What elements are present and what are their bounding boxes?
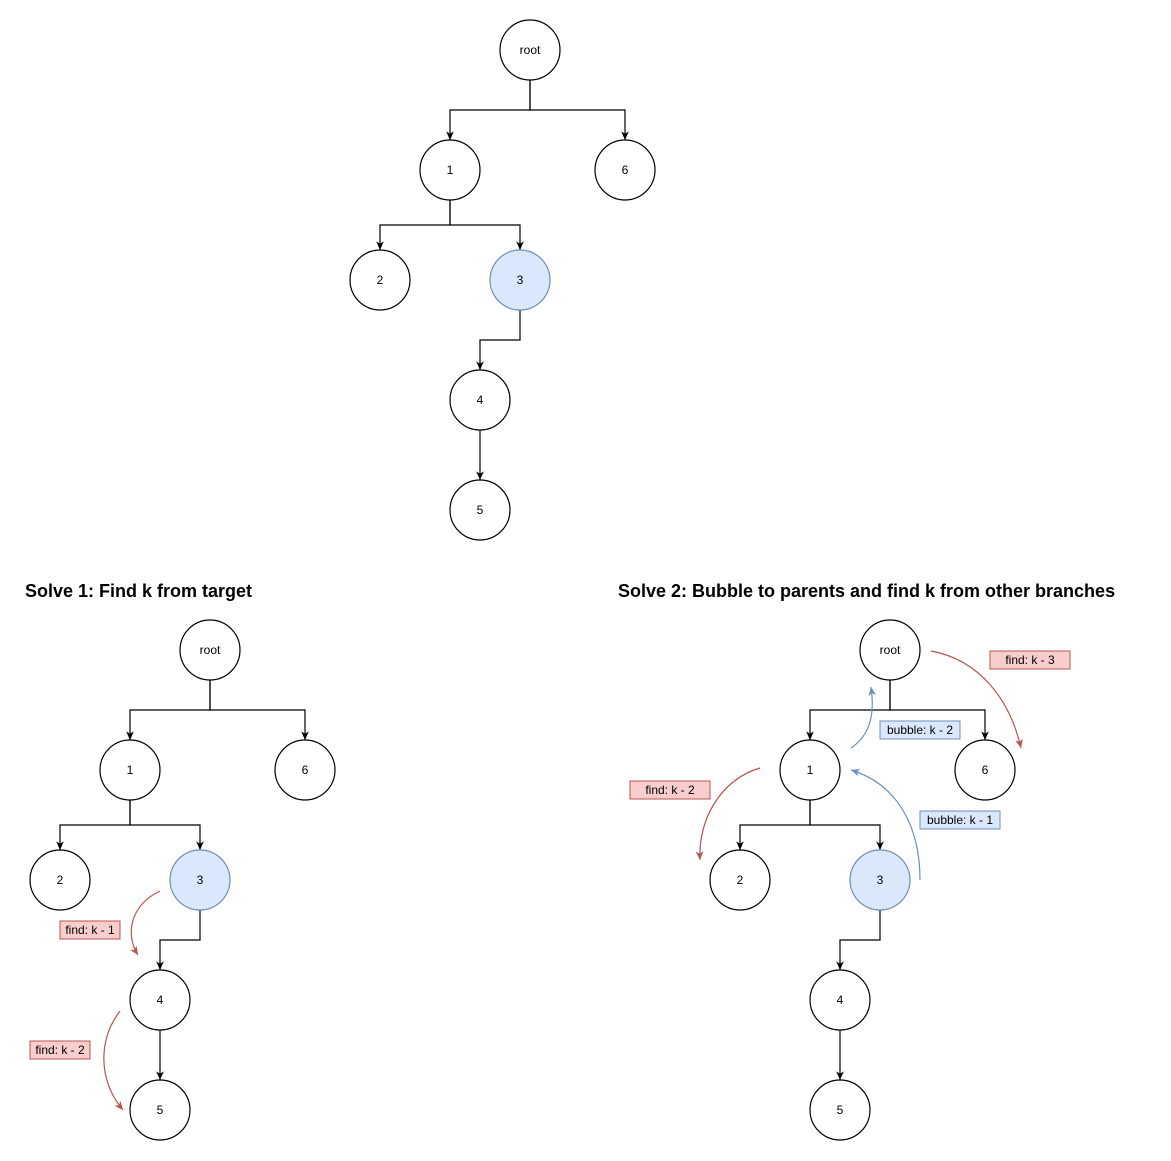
node-4: 4 [129,969,191,1031]
solve2-heading: Solve 2: Bubble to parents and find k fr… [618,581,1116,601]
edge-1-to-2 [376,200,451,250]
find-label-text: find: k - 2 [645,783,695,797]
bubble-label: bubble: k - 1 [919,810,1001,830]
node-label: 5 [477,503,484,517]
node-5: 5 [809,1079,871,1141]
find-arrow [695,767,761,861]
bubble-label-text: bubble: k - 2 [887,723,953,737]
node-1: 1 [419,139,481,201]
edge-3-to-4 [836,910,881,970]
edge-root-to-6 [529,80,629,140]
node-label: 6 [982,763,989,777]
edge-root-to-1 [806,680,891,740]
edge-root-to-1 [446,80,531,140]
tree-top-diagram: root 1 6 2 3 4 5 [349,19,656,541]
solve1-diagram: root 1 6 2 3 4 5 find: k - 1 find: k - 2 [29,619,336,1141]
node-label: root [200,643,221,657]
node-label: 2 [57,873,64,887]
node-root: root [499,19,561,81]
node-label: 1 [447,163,454,177]
edge-1-to-2 [56,800,131,850]
find-arrow [103,1010,124,1111]
node-1: 1 [99,739,161,801]
node-label: 3 [197,873,204,887]
find-label: find: k - 1 [59,920,121,940]
node-label: 5 [157,1103,164,1117]
node-label: 2 [737,873,744,887]
bubble-arrow [850,768,921,881]
solve1-heading: Solve 1: Find k from target [25,581,253,601]
node-label: 2 [377,273,384,287]
node-1: 1 [779,739,841,801]
find-arrow [930,650,1023,749]
node-6: 6 [954,739,1016,801]
bubble-label-text: bubble: k - 1 [927,813,993,827]
node-label: 6 [302,763,309,777]
node-2: 2 [709,849,771,911]
node-4: 4 [449,369,511,431]
edge-1-to-3 [449,200,524,250]
node-label: root [880,643,901,657]
node-label: 4 [477,393,484,407]
node-label: 5 [837,1103,844,1117]
node-4: 4 [809,969,871,1031]
find-label-text: find: k - 2 [35,1043,85,1057]
find-label-text: find: k - 3 [1005,653,1055,667]
find-label: find: k - 2 [629,780,711,800]
edge-1-to-3 [809,800,884,850]
find-arrow [130,890,161,956]
node-root: root [859,619,921,681]
node-label: 6 [622,163,629,177]
node-root: root [179,619,241,681]
node-6: 6 [594,139,656,201]
bubble-arrow [850,686,877,749]
node-5: 5 [129,1079,191,1141]
node-label: root [520,43,541,57]
node-label: 1 [127,763,134,777]
edge-1-to-3 [129,800,204,850]
find-label: find: k - 2 [29,1040,91,1060]
node-2: 2 [29,849,91,911]
node-label: 4 [837,993,844,1007]
edge-root-to-1 [126,680,211,740]
find-label-text: find: k - 1 [65,923,115,937]
edge-root-to-6 [209,680,309,740]
edge-3-to-4 [476,310,521,370]
node-label: 3 [517,273,524,287]
edge-3-to-4 [156,910,201,970]
node-3-target: 3 [849,849,911,911]
node-5: 5 [449,479,511,541]
node-label: 3 [877,873,884,887]
edge-1-to-2 [736,800,811,850]
node-3-target: 3 [169,849,231,911]
find-label: find: k - 3 [989,650,1071,670]
bubble-label: bubble: k - 2 [879,720,961,740]
solve2-diagram: root 1 6 2 3 4 5 find: k - 3 bubble: k - 2 find: … [629,619,1071,1141]
node-3-target: 3 [489,249,551,311]
node-label: 1 [807,763,814,777]
node-6: 6 [274,739,336,801]
edge-root-to-6 [889,680,989,740]
node-label: 4 [157,993,164,1007]
node-2: 2 [349,249,411,311]
